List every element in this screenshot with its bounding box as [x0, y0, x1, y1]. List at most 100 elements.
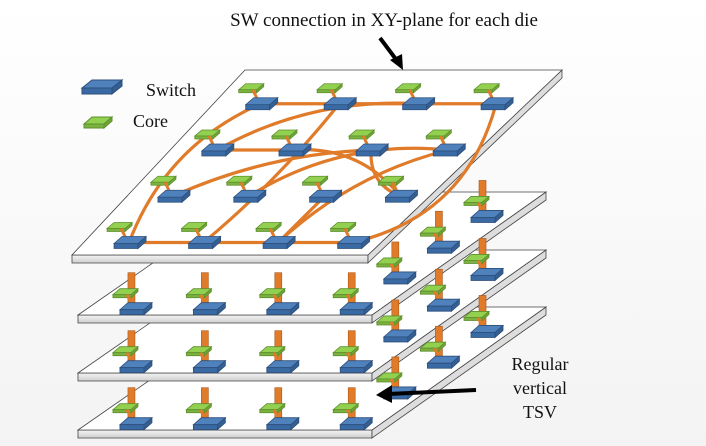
switch-side	[269, 96, 279, 111]
switch-front	[339, 367, 365, 374]
switch-side	[290, 301, 300, 316]
tsv-label-line2: vertical	[513, 378, 567, 398]
core-switch-link	[125, 409, 133, 419]
core-switch-link	[476, 259, 484, 270]
core-switch-link	[433, 290, 440, 300]
core-side	[256, 82, 265, 94]
sw-link	[351, 102, 498, 245]
core-side	[481, 310, 490, 322]
switch-front	[266, 309, 292, 316]
tsv-label-line1: Regular	[512, 354, 569, 374]
core-switch-link	[389, 378, 397, 388]
core-switch-link	[239, 181, 247, 191]
switch-side	[225, 143, 235, 157]
core-switch-link	[345, 352, 353, 362]
core-side	[212, 129, 221, 140]
die-front-edge	[71, 254, 369, 264]
core-switch-link	[199, 409, 206, 419]
switch-node	[192, 301, 227, 316]
switch-side	[257, 189, 267, 204]
switch-front	[402, 104, 428, 111]
sw-link	[215, 101, 420, 152]
switch-node	[192, 359, 227, 374]
core-side	[438, 341, 446, 353]
core-side	[350, 345, 359, 357]
core-switch-link	[272, 294, 280, 304]
core-switch-link	[345, 294, 353, 304]
sw-link	[247, 146, 450, 198]
switch-front	[245, 104, 271, 111]
core-side	[168, 175, 177, 187]
switch-node	[426, 298, 461, 313]
core-node	[462, 310, 491, 322]
switch-front	[119, 309, 145, 316]
switch-front	[323, 104, 349, 111]
title-arrow	[378, 36, 403, 70]
core-switch-link	[433, 232, 440, 242]
switch-side	[451, 298, 460, 313]
legend-core-icon	[82, 115, 114, 130]
core-switch-link	[486, 89, 494, 99]
switch-node	[265, 416, 300, 431]
switch-node	[200, 143, 235, 157]
switch-side	[407, 271, 417, 285]
switch-front	[266, 367, 292, 374]
switch-front	[188, 243, 213, 249]
switch-front	[192, 424, 218, 431]
switch-front	[427, 362, 452, 369]
sw-link	[171, 148, 373, 198]
core-switch-link	[476, 201, 484, 212]
switch-node	[339, 416, 374, 431]
switch-side	[494, 267, 504, 282]
switch-side	[494, 324, 504, 339]
core-side	[438, 284, 446, 296]
core-side	[203, 345, 212, 357]
core-switch-link	[125, 294, 133, 304]
switch-node	[339, 301, 374, 316]
core-switch-link	[199, 294, 206, 304]
switch-node	[265, 359, 300, 374]
switch-node	[156, 189, 192, 204]
switch-front	[355, 150, 381, 157]
switch-side	[347, 96, 357, 111]
switch-side	[286, 235, 296, 250]
switch-side	[143, 416, 153, 431]
core-switch-link	[476, 316, 484, 327]
switch-front	[113, 243, 139, 249]
core-side	[481, 195, 490, 207]
switch-node	[308, 189, 343, 204]
switch-node	[401, 96, 436, 111]
switch-side	[379, 143, 389, 157]
switch-node	[384, 189, 419, 204]
switch-front	[201, 150, 227, 157]
core-node	[270, 129, 299, 140]
core-switch-link	[345, 409, 353, 419]
core-side	[481, 253, 490, 265]
core-node	[185, 287, 213, 299]
core-side	[334, 82, 343, 94]
core-side	[130, 345, 139, 357]
core-node	[111, 345, 140, 357]
core-switch-link	[315, 181, 322, 191]
core-side	[394, 315, 403, 326]
core-side	[438, 226, 446, 238]
core-node	[419, 284, 447, 296]
core-switch-link	[361, 135, 369, 145]
switch-side	[363, 359, 373, 374]
core-side	[350, 287, 359, 299]
core-switch-link	[389, 263, 397, 273]
switch-node	[480, 96, 515, 111]
core-switch-link	[272, 352, 280, 362]
switch-side	[216, 416, 226, 431]
switch-front	[470, 217, 496, 223]
switch-node	[336, 235, 371, 250]
sw-link	[127, 102, 263, 245]
switch-node	[118, 359, 154, 374]
core-switch-link	[272, 409, 280, 419]
core-side	[366, 129, 375, 140]
switch-front	[266, 424, 292, 431]
switch-node	[339, 359, 374, 374]
switch-front	[432, 150, 458, 157]
core-side	[130, 287, 139, 299]
core-node	[301, 175, 329, 187]
